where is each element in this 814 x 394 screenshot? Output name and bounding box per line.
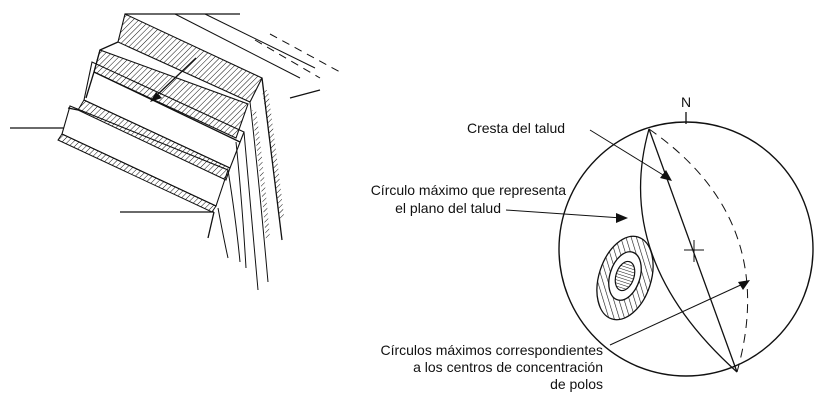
stereonet (505, 112, 814, 377)
north-label: N (681, 94, 692, 110)
slope-plane-label-line1: Círculo máximo que representa (370, 182, 566, 198)
primitive-circle (558, 121, 814, 377)
pole-circles-label-line2: a los centros de concentración (413, 359, 603, 375)
crest-label: Cresta del talud (467, 120, 566, 136)
pole-circles-label-line1: Círculos máximos correspondientes (380, 342, 603, 358)
pole-great-circle-dashed (648, 128, 749, 373)
slope-plane-label-line2: el plano del talud (395, 200, 501, 216)
pole-circles-label-line3: de polos (550, 376, 603, 392)
benched-slope-sketch (10, 13, 341, 291)
pole-contour-inner (614, 260, 636, 292)
